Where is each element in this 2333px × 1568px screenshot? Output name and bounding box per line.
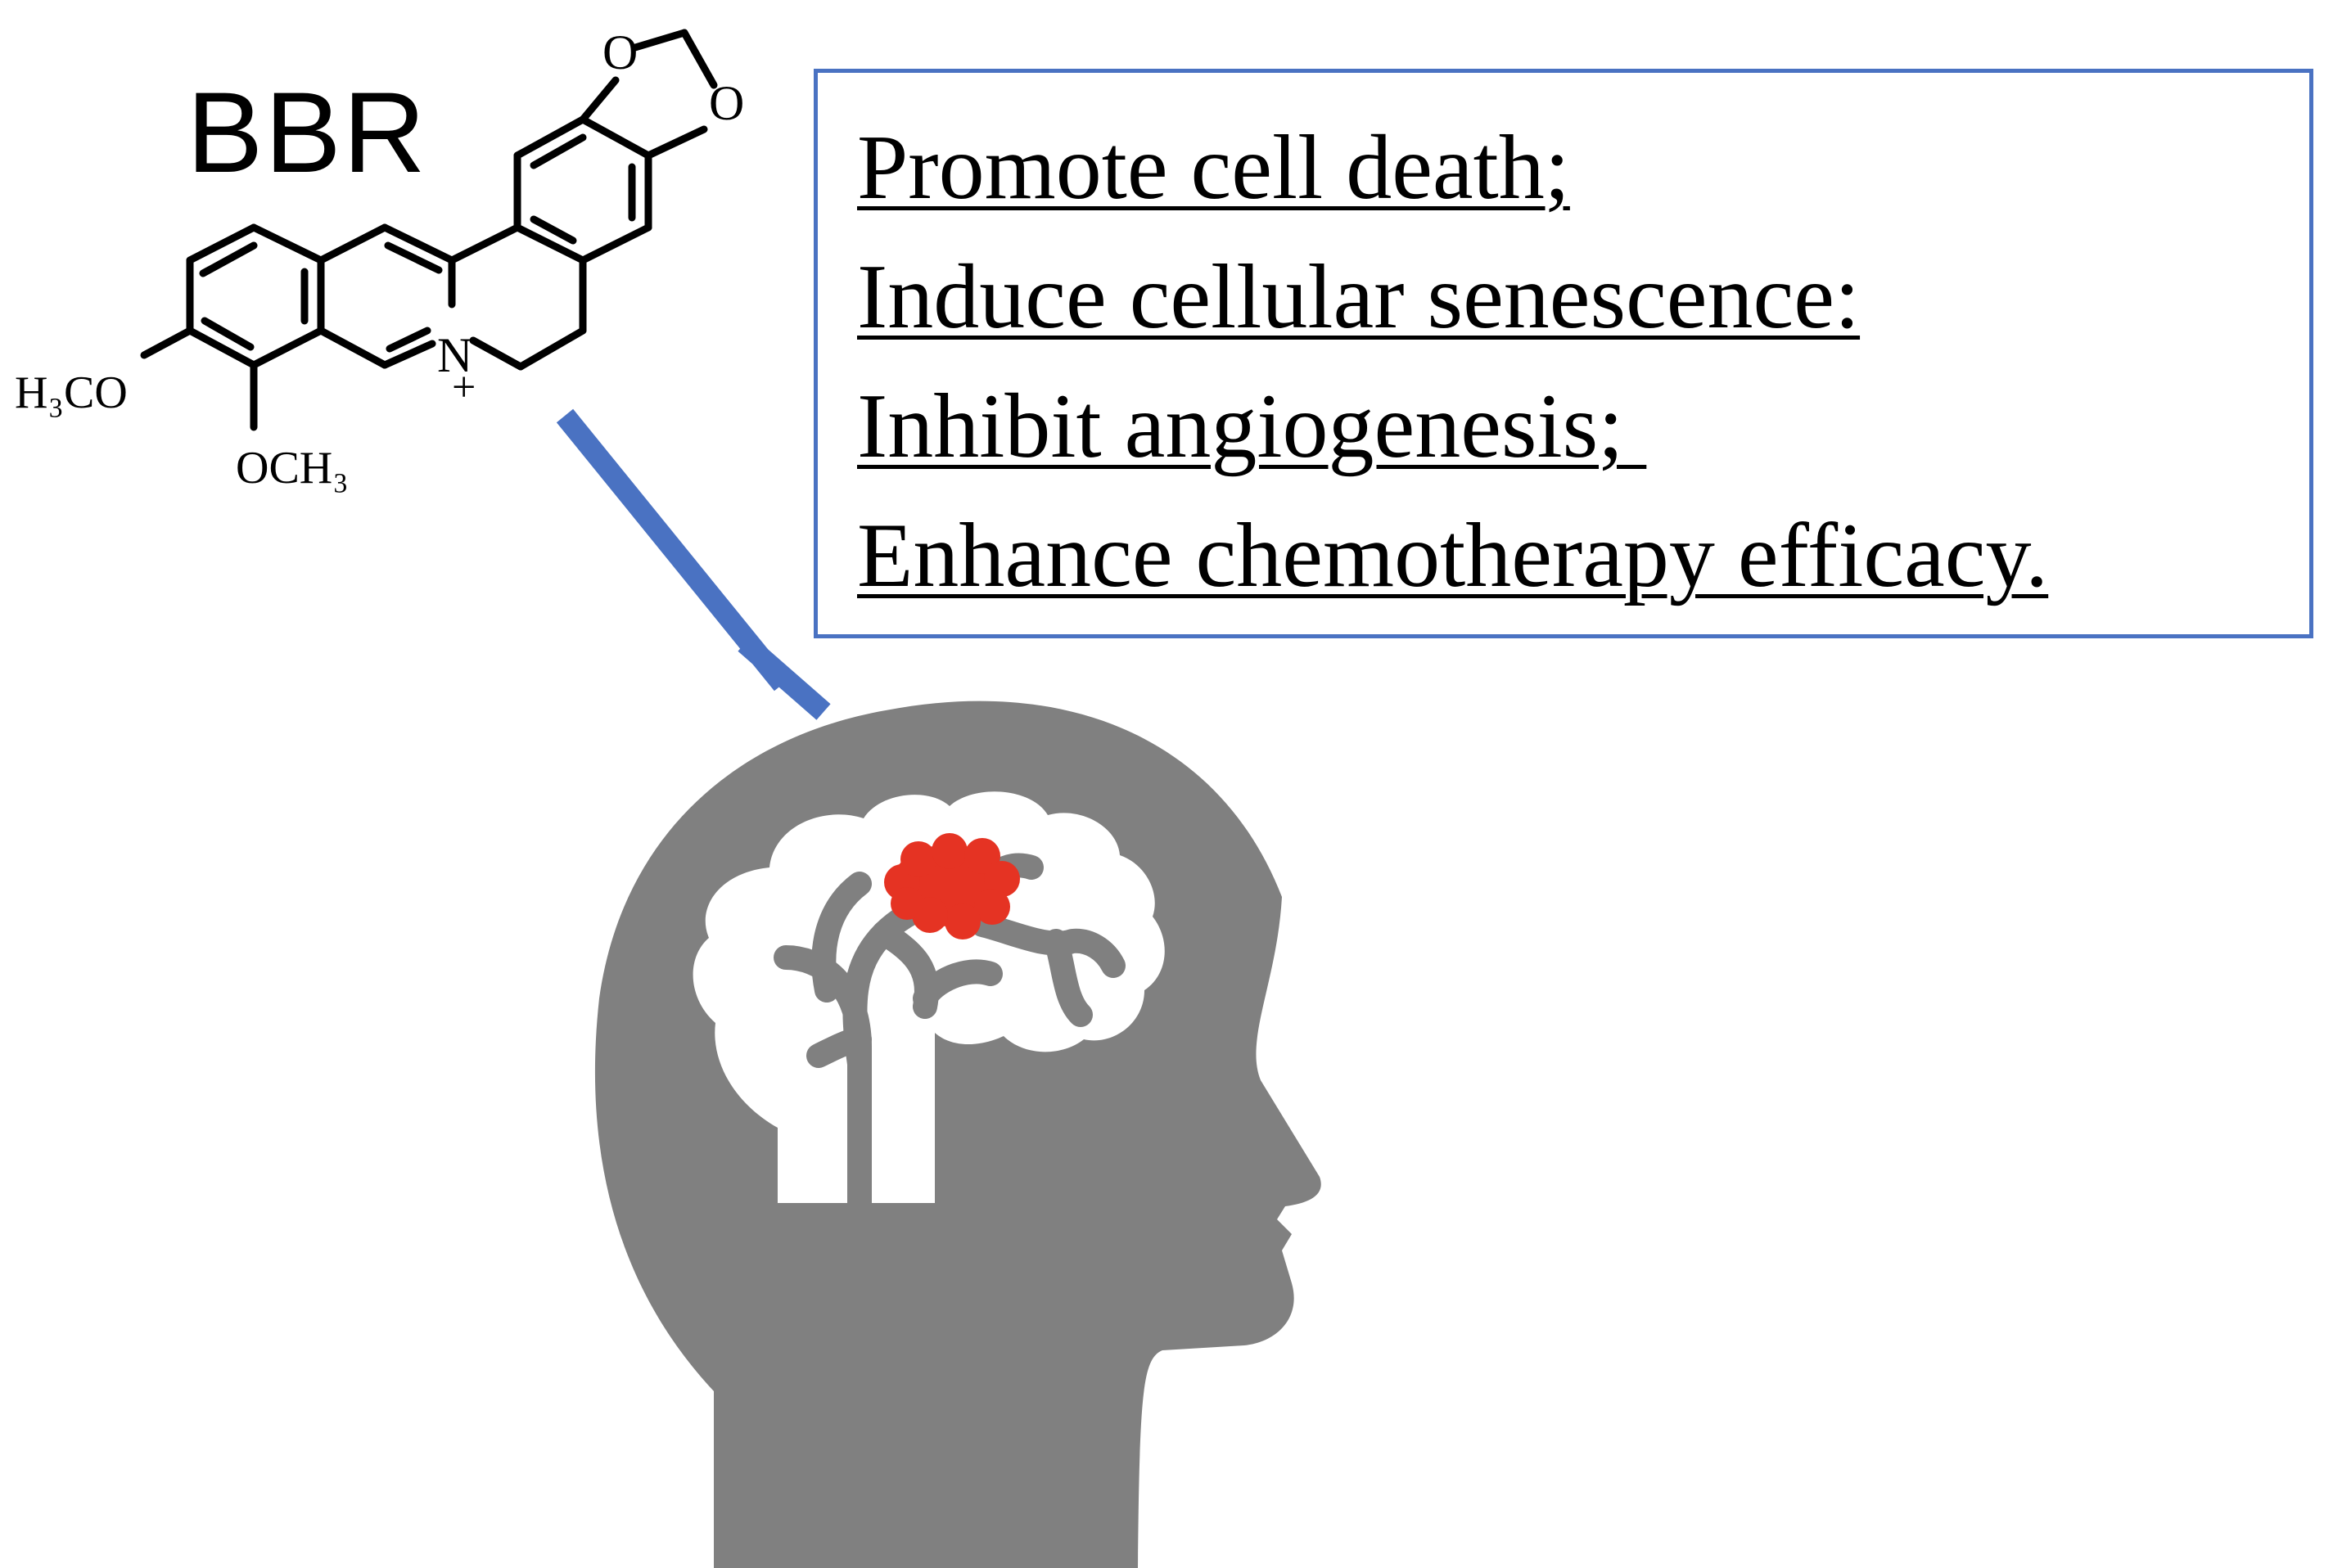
bond bbox=[469, 336, 525, 371]
effect-promote-cell-death: Promote cell death; bbox=[857, 117, 1570, 219]
effect-induce-senescence: Induce cellular senescence: bbox=[857, 246, 1861, 348]
double-bond bbox=[530, 133, 587, 169]
t-bar-inhibition-arrow bbox=[556, 408, 831, 720]
brain-fold bbox=[811, 872, 872, 1003]
bond bbox=[186, 327, 258, 369]
methylenedioxy-ring bbox=[579, 29, 718, 160]
bond bbox=[381, 340, 436, 369]
ring-d bbox=[513, 115, 652, 264]
brain-fold bbox=[913, 959, 1003, 1011]
bond bbox=[317, 327, 389, 369]
bond bbox=[448, 223, 521, 264]
double-bond bbox=[386, 327, 431, 353]
nitrogen-label: N bbox=[437, 328, 472, 382]
methoxy-left-label: H₃CO bbox=[15, 367, 128, 418]
bond bbox=[381, 223, 456, 264]
bond bbox=[250, 327, 325, 369]
bond bbox=[579, 76, 620, 124]
berberine-structure bbox=[140, 29, 718, 431]
bond bbox=[579, 115, 652, 160]
ring-c bbox=[448, 223, 587, 371]
brain-tumor-icon bbox=[884, 833, 1020, 939]
double-bond bbox=[384, 241, 443, 274]
oxygen-label-right: O bbox=[709, 76, 744, 130]
brain-fold bbox=[1044, 929, 1093, 1027]
bond bbox=[644, 125, 708, 160]
charge-label: + bbox=[452, 364, 476, 411]
bond bbox=[513, 223, 587, 264]
bond bbox=[517, 327, 587, 371]
bond bbox=[680, 29, 718, 89]
tumor-lobe bbox=[974, 889, 1010, 925]
bond bbox=[579, 223, 652, 264]
double-bond bbox=[201, 317, 255, 351]
ring-b bbox=[317, 223, 456, 369]
tumor-lobe bbox=[984, 861, 1020, 897]
effect-inhibit-angiogenesis: Inhibit angiogenesis; bbox=[857, 376, 1647, 477]
effects-box: Promote cell death; Induce cellular sene… bbox=[814, 69, 2313, 638]
brain-fold bbox=[970, 912, 1126, 978]
bond bbox=[513, 115, 587, 160]
oxygen-label-top: O bbox=[602, 25, 638, 79]
double-bond bbox=[530, 215, 577, 245]
inhibition-arrow-bar bbox=[738, 635, 831, 720]
bond bbox=[250, 223, 325, 264]
bond bbox=[317, 223, 389, 264]
effect-enhance-chemotherapy: Enhance chemotherapy efficacy. bbox=[857, 505, 2049, 606]
double-bond bbox=[199, 241, 258, 277]
methoxy-bond bbox=[140, 327, 194, 359]
compound-name: BBR bbox=[187, 68, 427, 196]
bond bbox=[186, 223, 258, 264]
inhibition-arrow-shaft bbox=[556, 408, 792, 692]
tumor-lobe bbox=[891, 887, 923, 920]
methoxy-bottom-label: OCH₃ bbox=[236, 443, 349, 493]
ring-a bbox=[186, 223, 325, 369]
human-head-silhouette-icon bbox=[594, 701, 1321, 1568]
tumor-lobe bbox=[932, 833, 968, 869]
brain-fold bbox=[806, 1027, 872, 1068]
tumor-lobe bbox=[945, 903, 981, 939]
tumor-lobe bbox=[900, 841, 936, 877]
bond bbox=[631, 29, 688, 52]
